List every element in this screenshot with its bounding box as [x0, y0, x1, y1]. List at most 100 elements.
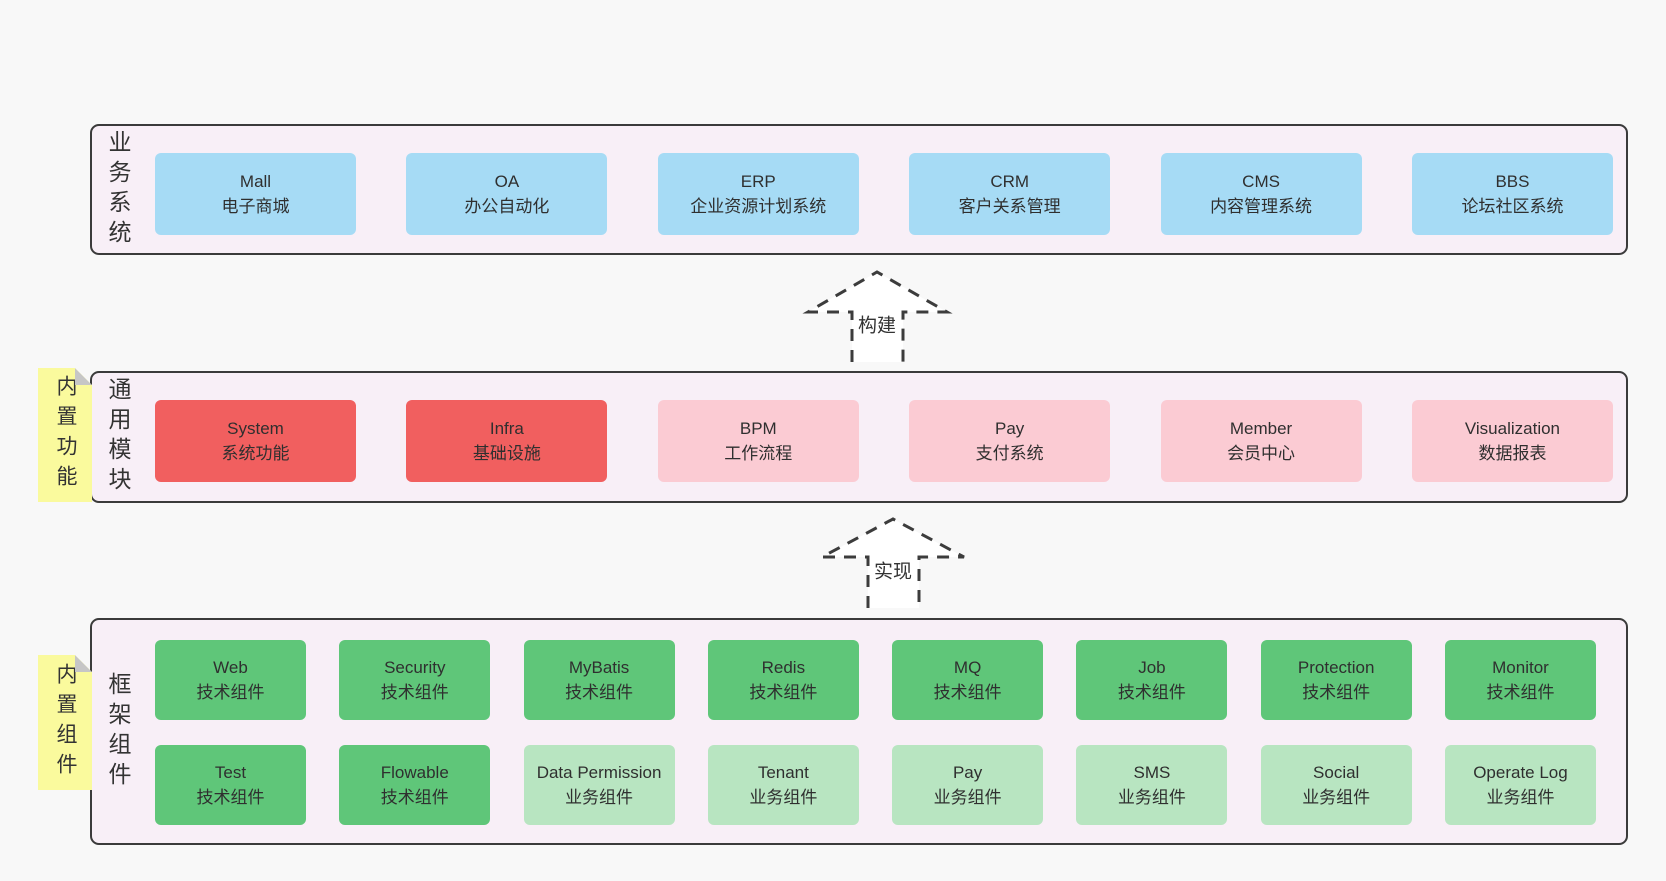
note-text: 内置组件: [54, 662, 77, 783]
box-test: Test 技术组件: [155, 745, 306, 825]
box-subtitle: 业务组件: [1117, 788, 1186, 807]
box-erp: ERP 企业资源计划系统: [657, 153, 859, 235]
box-subtitle: 企业资源计划系统: [690, 197, 827, 216]
box-subtitle: 数据报表: [1478, 444, 1547, 463]
sticky-note-builtin-functions: 内置功能: [38, 368, 92, 502]
box-subtitle: 业务组件: [1486, 788, 1555, 807]
box-title: Operate Log: [1473, 763, 1568, 782]
arrow-implement: 实现: [815, 513, 970, 613]
box-visualization: Visualization 数据报表: [1411, 400, 1613, 482]
box-mq: MQ 技术组件: [892, 640, 1044, 720]
box-title: Pay: [952, 763, 983, 782]
box-subtitle: 系统功能: [221, 444, 290, 463]
box-oa: OA 办公自动化: [406, 153, 608, 235]
box-title: Redis: [761, 658, 806, 677]
box-title: Protection: [1297, 658, 1375, 677]
box-data-permission: Data Permission 业务组件: [523, 745, 675, 825]
module-boxes-row: System 系统功能 Infra 基础设施 BPM 工作流程 Pay 支付系统…: [155, 400, 1613, 482]
box-title: ERP: [740, 172, 776, 191]
box-infra: Infra 基础设施: [406, 400, 608, 482]
box-title: MyBatis: [568, 658, 630, 677]
box-subtitle: 技术组件: [1486, 683, 1555, 702]
box-subtitle: 技术组件: [380, 788, 449, 807]
box-title: OA: [494, 172, 520, 191]
box-title: Social: [1313, 763, 1360, 782]
box-title: Test: [214, 763, 247, 782]
box-subtitle: 业务组件: [1302, 788, 1371, 807]
box-tenant: Tenant 业务组件: [707, 745, 859, 825]
box-bpm: BPM 工作流程: [657, 400, 859, 482]
box-subtitle: 支付系统: [975, 444, 1044, 463]
box-protection: Protection 技术组件: [1260, 640, 1412, 720]
box-flowable: Flowable 技术组件: [339, 745, 491, 825]
box-title: BPM: [739, 419, 777, 438]
box-subtitle: 技术组件: [749, 683, 818, 702]
box-subtitle: 业务组件: [565, 788, 634, 807]
box-title: SMS: [1133, 763, 1171, 782]
box-subtitle: 技术组件: [933, 683, 1002, 702]
box-title: System: [227, 419, 284, 438]
box-sms: SMS 业务组件: [1076, 745, 1228, 825]
box-title: BBS: [1495, 172, 1530, 191]
box-subtitle: 基础设施: [472, 444, 541, 463]
box-crm: CRM 客户关系管理: [909, 153, 1111, 235]
layer-business-systems: 业务系统 Mall 电子商城 OA 办公自动化 ERP 企业资源计划系统 CRM…: [90, 124, 1628, 255]
box-subtitle: 技术组件: [380, 683, 449, 702]
layer-label-components: 框架组件: [105, 671, 131, 792]
components-row-1: Web 技术组件 Security 技术组件 MyBatis 技术组件 Redi…: [155, 640, 1596, 720]
box-subtitle: 技术组件: [565, 683, 634, 702]
box-title: Visualization: [1464, 419, 1561, 438]
box-title: CMS: [1242, 172, 1280, 191]
box-title: Security: [384, 658, 446, 677]
box-member: Member 会员中心: [1160, 400, 1362, 482]
layer-label-modules: 通用模块: [105, 377, 131, 497]
box-title: Member: [1229, 419, 1293, 438]
box-security: Security 技术组件: [339, 640, 491, 720]
box-title: Data Permission: [536, 763, 662, 782]
box-bbs: BBS 论坛社区系统: [1411, 153, 1613, 235]
box-title: Monitor: [1492, 658, 1549, 677]
box-subtitle: 业务组件: [749, 788, 818, 807]
box-pay-biz: Pay 业务组件: [892, 745, 1044, 825]
box-title: Flowable: [380, 763, 449, 782]
box-mybatis: MyBatis 技术组件: [523, 640, 675, 720]
box-subtitle: 论坛社区系统: [1461, 197, 1564, 216]
layer-label-business: 业务系统: [105, 129, 131, 250]
box-cms: CMS 内容管理系统: [1160, 153, 1362, 235]
box-social: Social 业务组件: [1260, 745, 1412, 825]
box-subtitle: 技术组件: [1302, 683, 1371, 702]
box-subtitle: 技术组件: [196, 788, 265, 807]
box-monitor: Monitor 技术组件: [1444, 640, 1596, 720]
box-title: Pay: [995, 419, 1025, 438]
layer-framework-components: 框架组件 Web 技术组件 Security 技术组件 MyBatis 技术组件…: [90, 618, 1628, 845]
box-title: MQ: [953, 658, 982, 677]
box-mall: Mall 电子商城: [155, 153, 356, 235]
box-subtitle: 技术组件: [196, 683, 265, 702]
box-subtitle: 技术组件: [1117, 683, 1186, 702]
box-title: Job: [1138, 658, 1166, 677]
box-job: Job 技术组件: [1076, 640, 1228, 720]
box-subtitle: 电子商城: [221, 197, 290, 216]
box-subtitle: 工作流程: [724, 444, 793, 463]
box-subtitle: 客户关系管理: [958, 197, 1061, 216]
box-web: Web 技术组件: [155, 640, 306, 720]
box-title: Tenant: [757, 763, 809, 782]
box-subtitle: 办公自动化: [464, 197, 550, 216]
box-title: Web: [213, 658, 248, 677]
box-subtitle: 业务组件: [933, 788, 1002, 807]
box-subtitle: 会员中心: [1227, 444, 1296, 463]
box-system: System 系统功能: [155, 400, 356, 482]
components-row-2: Test 技术组件 Flowable 技术组件 Data Permission …: [155, 745, 1596, 825]
note-text: 内置功能: [54, 375, 77, 495]
arrow-build-label: 构建: [854, 310, 900, 338]
business-boxes-row: Mall 电子商城 OA 办公自动化 ERP 企业资源计划系统 CRM 客户关系…: [155, 153, 1613, 235]
arrow-build: 构建: [800, 266, 955, 366]
box-redis: Redis 技术组件: [707, 640, 859, 720]
box-title: Infra: [489, 419, 524, 438]
box-operate-log: Operate Log 业务组件: [1444, 745, 1596, 825]
arrow-implement-label: 实现: [870, 556, 916, 584]
layer-common-modules: 通用模块 System 系统功能 Infra 基础设施 BPM 工作流程 Pay…: [90, 371, 1628, 503]
sticky-note-builtin-components: 内置组件: [38, 655, 92, 790]
box-pay: Pay 支付系统: [909, 400, 1111, 482]
